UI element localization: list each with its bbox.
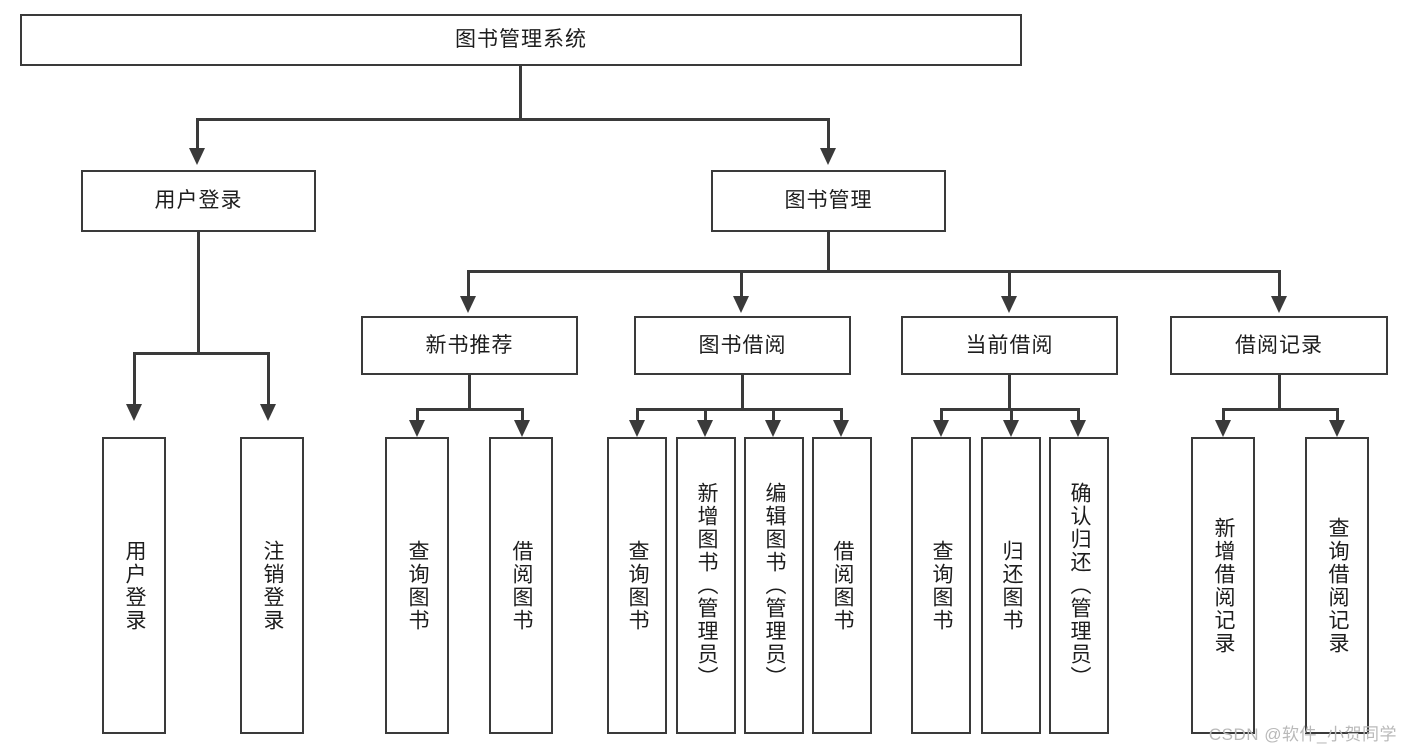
node-leaf-query-book-recommend[interactable]: 查询图书	[385, 437, 449, 734]
node-label: 查询图书	[626, 539, 649, 632]
arrowhead-book-borrow-leaf2	[697, 420, 713, 437]
node-leaf-add-borrow-record[interactable]: 新增借阅记录	[1191, 437, 1255, 734]
node-label: 归还图书	[1000, 539, 1023, 632]
edge-current-borrow-to-leaf1	[940, 408, 943, 422]
edge-book-manage-to-borrow-record	[1278, 270, 1281, 298]
arrowhead-new-book-leaf2	[514, 420, 530, 437]
node-label: 借阅图书	[510, 539, 533, 632]
edge-borrow-record-bus	[1222, 408, 1339, 411]
edge-root-stem	[519, 66, 522, 120]
edge-book-manage-to-new-book	[467, 270, 470, 298]
edge-book-manage-to-current-borrow	[1008, 270, 1011, 298]
node-label: 图书借阅	[698, 333, 787, 357]
arrowhead-current-borrow	[1001, 296, 1017, 313]
node-leaf-logout[interactable]: 注销登录	[240, 437, 304, 734]
arrowhead-user-login-leaf1	[126, 404, 142, 421]
edge-book-borrow-to-leaf1	[636, 408, 639, 422]
edge-new-book-bus	[416, 408, 524, 411]
node-label: 新增借阅记录	[1212, 516, 1235, 655]
edge-root-bus	[196, 118, 830, 121]
edge-book-borrow-stem	[741, 375, 744, 411]
arrowhead-book-borrow-leaf4	[833, 420, 849, 437]
edge-new-book-to-leaf2	[521, 408, 524, 422]
node-label: 注销登录	[261, 539, 284, 632]
edge-new-book-to-leaf1	[416, 408, 419, 422]
arrowhead-borrow-record	[1271, 296, 1287, 313]
node-user-login[interactable]: 用户登录	[81, 170, 316, 232]
edge-user-login-to-leaf1	[133, 352, 136, 406]
edge-current-borrow-stem	[1008, 375, 1011, 411]
arrowhead-book-borrow	[733, 296, 749, 313]
node-label: 查询图书	[406, 539, 429, 632]
node-label: 借阅图书	[831, 539, 854, 632]
edge-borrow-record-to-leaf1	[1222, 408, 1225, 422]
edge-book-borrow-to-leaf3	[772, 408, 775, 422]
arrowhead-book-borrow-leaf1	[629, 420, 645, 437]
edge-book-borrow-bus	[636, 408, 843, 411]
edge-borrow-record-to-leaf2	[1336, 408, 1339, 422]
edge-book-borrow-to-leaf4	[840, 408, 843, 422]
edge-book-manage-stem	[827, 232, 830, 272]
arrowhead-root-to-user-login	[189, 148, 205, 165]
edge-current-borrow-to-leaf3	[1077, 408, 1080, 422]
watermark-text: CSDN @软件_小贺同学	[1208, 725, 1397, 744]
node-leaf-borrow-book[interactable]: 借阅图书	[812, 437, 872, 734]
node-leaf-query-book-borrow[interactable]: 查询图书	[607, 437, 667, 734]
node-label: 图书管理	[784, 189, 873, 213]
node-label: 确认归还（管理员）	[1068, 482, 1091, 689]
node-leaf-borrow-book-recommend[interactable]: 借阅图书	[489, 437, 553, 734]
edge-current-borrow-to-leaf2	[1010, 408, 1013, 422]
arrowhead-borrow-record-leaf1	[1215, 420, 1231, 437]
node-current-borrow[interactable]: 当前借阅	[901, 316, 1118, 375]
node-new-book-recommend[interactable]: 新书推荐	[361, 316, 578, 375]
arrowhead-current-borrow-leaf3	[1070, 420, 1086, 437]
node-label: 图书管理系统	[455, 28, 587, 52]
node-leaf-confirm-return-admin[interactable]: 确认归还（管理员）	[1049, 437, 1109, 734]
node-label: 新书推荐	[425, 333, 514, 357]
node-book-borrow[interactable]: 图书借阅	[634, 316, 851, 375]
edge-book-manage-to-book-borrow	[740, 270, 743, 298]
node-leaf-user-login[interactable]: 用户登录	[102, 437, 166, 734]
node-label: 用户登录	[123, 539, 146, 632]
arrowhead-current-borrow-leaf1	[933, 420, 949, 437]
edge-book-borrow-to-leaf2	[704, 408, 707, 422]
node-leaf-edit-book-admin[interactable]: 编辑图书（管理员）	[744, 437, 804, 734]
arrowhead-book-borrow-leaf3	[765, 420, 781, 437]
node-label: 新增图书（管理员）	[695, 482, 718, 689]
edge-root-to-book-manage	[827, 118, 830, 150]
edge-book-manage-bus	[467, 270, 1281, 273]
edge-new-book-stem	[468, 375, 471, 411]
edge-user-login-stem	[197, 232, 200, 354]
node-label: 用户登录	[154, 189, 243, 213]
node-leaf-return-book[interactable]: 归还图书	[981, 437, 1041, 734]
node-leaf-query-book-current[interactable]: 查询图书	[911, 437, 971, 734]
node-leaf-add-book-admin[interactable]: 新增图书（管理员）	[676, 437, 736, 734]
node-book-management[interactable]: 图书管理	[711, 170, 946, 232]
edge-root-to-user-login	[196, 118, 199, 150]
node-label: 编辑图书（管理员）	[763, 482, 786, 689]
node-borrow-record[interactable]: 借阅记录	[1170, 316, 1388, 375]
arrowhead-current-borrow-leaf2	[1003, 420, 1019, 437]
node-root-book-management-system[interactable]: 图书管理系统	[20, 14, 1022, 66]
arrowhead-borrow-record-leaf2	[1329, 420, 1345, 437]
node-label: 当前借阅	[965, 333, 1054, 357]
edge-borrow-record-stem	[1278, 375, 1281, 411]
arrowhead-new-book-rec	[460, 296, 476, 313]
node-label: 查询图书	[930, 539, 953, 632]
node-leaf-query-borrow-record[interactable]: 查询借阅记录	[1305, 437, 1369, 734]
node-label: 借阅记录	[1235, 333, 1323, 357]
edge-user-login-to-leaf2	[267, 352, 270, 406]
edge-user-login-bus	[133, 352, 270, 355]
node-label: 查询借阅记录	[1326, 516, 1349, 655]
arrowhead-root-to-book-manage	[820, 148, 836, 165]
arrowhead-new-book-leaf1	[409, 420, 425, 437]
arrowhead-user-login-leaf2	[260, 404, 276, 421]
